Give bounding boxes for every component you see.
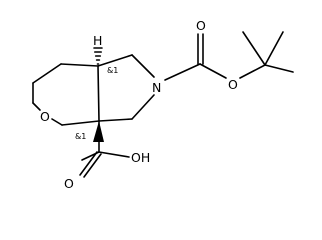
- bond: [199, 63, 227, 79]
- hashed-wedge-bond: [93, 47, 103, 65]
- ring-oxygen-label: O: [40, 109, 50, 124]
- bond: [164, 63, 201, 81]
- bond: [264, 64, 294, 73]
- bond: [61, 120, 100, 126]
- bond: [98, 118, 133, 122]
- bond: [60, 63, 99, 67]
- ester-oxygen-label: O: [228, 77, 238, 92]
- bond: [239, 64, 266, 79]
- hydrogen-label: H: [93, 33, 102, 48]
- bond: [32, 63, 62, 84]
- bold-wedge-bond: [93, 121, 104, 142]
- molecule-structure: H O N O O O OH &1 &1: [32, 18, 294, 191]
- bond: [98, 151, 130, 158]
- bond: [97, 54, 133, 67]
- stereo-label-lower: &1: [75, 132, 86, 141]
- bond: [51, 118, 63, 126]
- bond: [83, 153, 102, 178]
- stereo-label-upper: &1: [107, 66, 118, 75]
- bond: [131, 54, 155, 78]
- nitrogen-label: N: [152, 80, 161, 95]
- acid-carbonyl-oxygen-label: O: [64, 176, 74, 191]
- bond: [79, 151, 98, 176]
- bonds: [32, 31, 294, 178]
- bond: [242, 31, 266, 66]
- carbonyl-oxygen-label: O: [196, 18, 206, 33]
- atom-labels: H O N O O O OH &1 &1: [40, 18, 238, 191]
- bond: [131, 94, 155, 120]
- hydroxyl-label: OH: [131, 150, 150, 165]
- bond: [264, 31, 284, 66]
- bond: [32, 102, 41, 111]
- bond: [97, 65, 100, 122]
